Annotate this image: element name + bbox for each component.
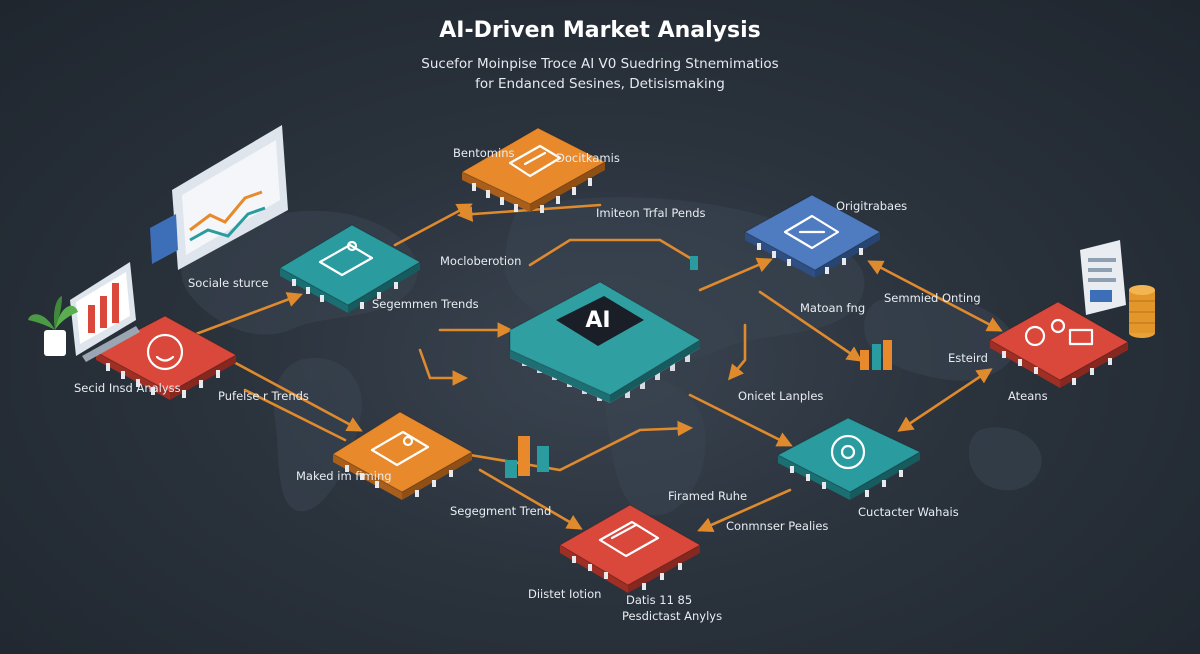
coin-stack-icon [1129,285,1155,338]
gears-icon [1024,318,1094,347]
label-top-left: Bentomins [453,146,514,160]
label-orig: Origitrabaes [836,199,907,213]
subtitle-line-2: for Endanced Sesines, Detisismaking [475,76,725,92]
smiley-face-icon [146,333,184,371]
label-seg-trends: Segemmen Trends [372,297,479,311]
label-framed: Firamed Ruhe [668,489,747,503]
label-top-right: Docitkamis [556,151,620,165]
bar-chart-monitor-left [70,262,140,362]
globe-icon [783,214,840,250]
bar-chart-small-icon [860,340,892,370]
core-ai-chip[interactable]: AI [509,281,701,403]
core-chip-label: AI [585,308,610,333]
label-sentiment: Semmied Onting [884,291,981,305]
label-consumer: Conmnser Pealies [726,519,828,533]
document-icon [508,144,562,178]
chip-teal-upper-left[interactable] [278,224,422,313]
target-cycle-icon [830,434,866,470]
document-icon [598,520,660,558]
label-trend: Imiteon Trfal Pends [596,206,706,220]
label-marketing: Matoan fng [800,301,865,315]
page-title: AI-Driven Market Analysis [439,18,761,43]
label-ext: Esteird [948,351,988,365]
label-social-analysis: Secid Insd Analyss [74,381,181,395]
tiny-block-icon [690,256,698,270]
dashboard-monitor-left [150,125,288,270]
label-datis: Datis 11 85 [626,593,692,607]
profile-card-icon [318,240,374,277]
document-stand-right [1080,240,1126,315]
label-market-mining: Maked im fiming [296,469,392,483]
diagram-labels: Bentomins Docitkamis Imiteon Trfal Pends… [74,146,1048,623]
subtitle-line-1: Sucefor Moinpise Troce AI V0 Suedring St… [421,56,779,72]
label-context: Onicet Lanples [738,389,823,403]
chip-orange-lower[interactable] [332,411,474,500]
potted-plant [28,296,78,356]
chip-red-right[interactable] [988,301,1130,388]
label-mod: Mocloberotion [440,254,521,268]
chip-teal-lower-right[interactable] [776,417,922,500]
label-pred: Pesdictast Anylys [622,609,722,623]
label-cust: Cuctacter Wahais [858,505,959,519]
chip-top-orange[interactable] [460,127,607,213]
label-social: Sociale sturce [188,276,269,290]
label-dist: Diistet Iotion [528,587,601,601]
document-icon [370,430,430,467]
chip-red-bottom[interactable] [559,504,702,593]
label-perf-trends: Pufelse r Trends [218,389,309,403]
label-segment-trend: Segegment Trend [450,504,551,518]
chip-blue[interactable] [743,194,882,278]
bar-chart-3d-icon [505,436,549,478]
label-ats: Ateans [1008,389,1048,403]
